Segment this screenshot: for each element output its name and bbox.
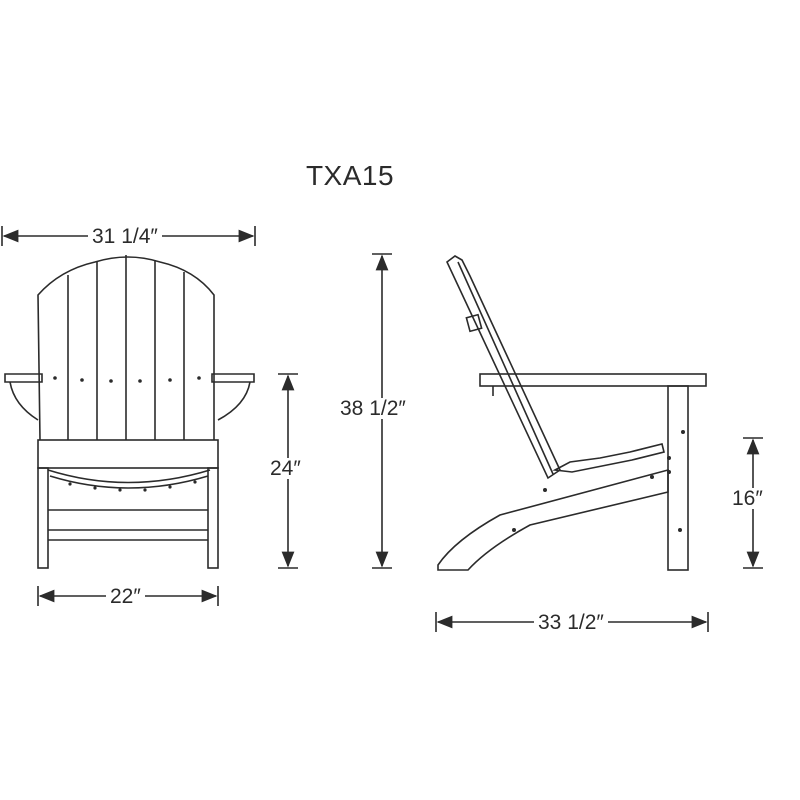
side-seat-height-label: 16″ xyxy=(728,488,767,509)
side-total-height-label: 38 1/2″ xyxy=(336,398,410,419)
front-arm-height-label: 24″ xyxy=(266,458,305,479)
front-view-chair xyxy=(4,255,255,569)
dimension-lines xyxy=(1,226,763,632)
front-width-top-label: 31 1/4″ xyxy=(88,226,162,247)
model-title: TXA15 xyxy=(305,160,395,191)
side-view-chair xyxy=(437,255,707,571)
side-depth-label: 33 1/2″ xyxy=(534,612,608,633)
front-base-width-label: 22″ xyxy=(106,586,145,607)
